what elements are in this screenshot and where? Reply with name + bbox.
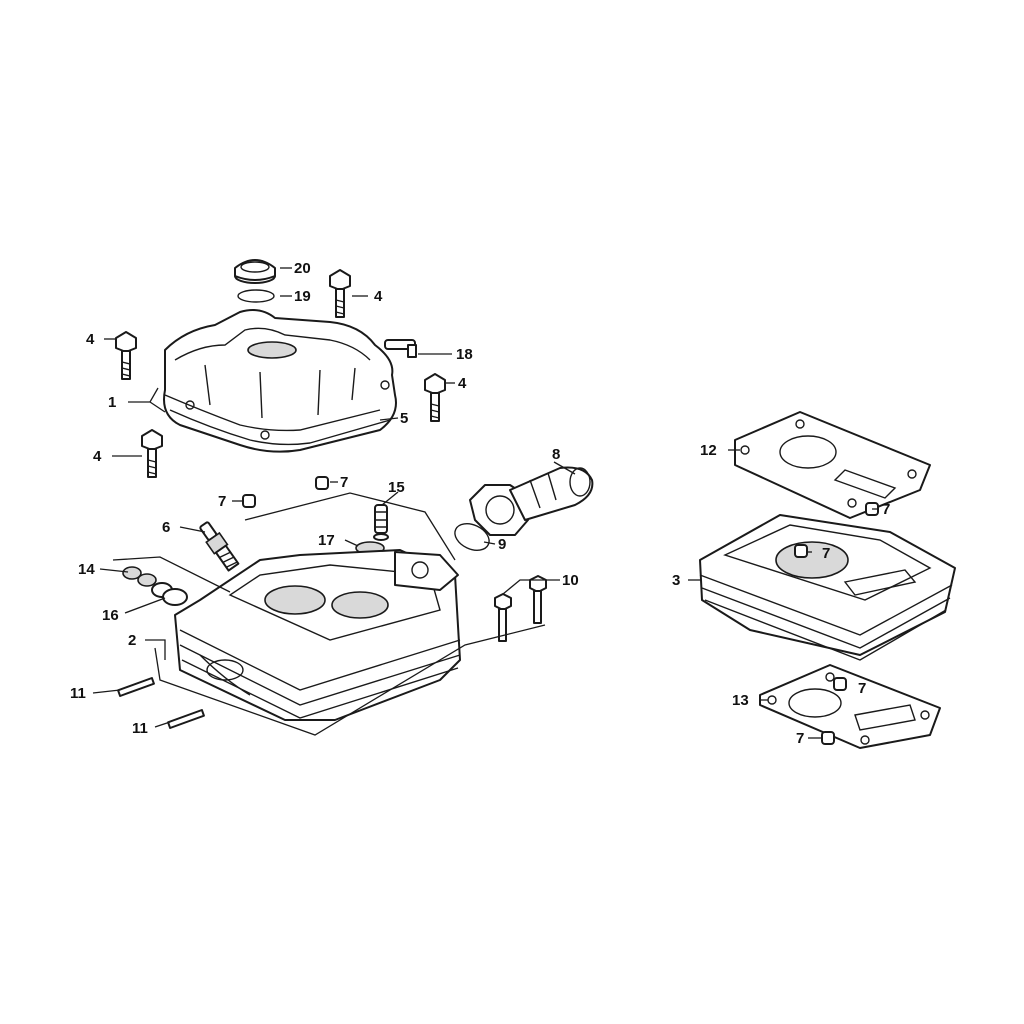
callout-4-right: 4 bbox=[458, 375, 467, 392]
callout-9: 9 bbox=[498, 536, 506, 553]
part-7-dowel-f bbox=[821, 731, 835, 745]
leader-lines bbox=[92, 267, 878, 739]
part-16-washer bbox=[162, 588, 188, 606]
callout-17: 17 bbox=[318, 532, 335, 549]
callout-7-c: 7 bbox=[882, 501, 890, 518]
callout-12: 12 bbox=[700, 442, 717, 459]
callout-labels: 20 19 4 4 1 18 4 5 4 7 7 15 8 6 17 9 10 … bbox=[70, 260, 890, 747]
callout-1: 1 bbox=[108, 394, 116, 411]
callout-7-e: 7 bbox=[858, 680, 866, 697]
part-4-bolt-lower bbox=[141, 429, 163, 478]
callout-19: 19 bbox=[294, 288, 311, 305]
callout-11-b: 11 bbox=[132, 720, 148, 737]
callout-8: 8 bbox=[552, 446, 560, 463]
part-11-pin-b bbox=[167, 709, 205, 729]
part-4-bolt-right bbox=[424, 373, 446, 422]
part-6-spark-plug bbox=[199, 521, 240, 572]
callout-16: 16 bbox=[102, 607, 119, 624]
part-19-o-ring bbox=[237, 289, 275, 303]
callout-4-top: 4 bbox=[374, 288, 383, 305]
callout-14: 14 bbox=[78, 561, 95, 578]
part-10-bolts bbox=[494, 575, 547, 642]
part-7-dowel-a bbox=[315, 476, 329, 490]
callout-7-b: 7 bbox=[218, 493, 226, 510]
callout-18: 18 bbox=[456, 346, 473, 363]
part-4-bolt-left bbox=[115, 331, 137, 380]
part-2-cylinder-head bbox=[174, 549, 461, 721]
part-20-cap bbox=[234, 259, 276, 284]
callout-5: 5 bbox=[400, 410, 408, 427]
part-7-dowel-b bbox=[242, 494, 256, 508]
callout-4-lower: 4 bbox=[93, 448, 102, 465]
callout-20: 20 bbox=[294, 260, 311, 277]
callout-7-d: 7 bbox=[822, 545, 830, 562]
part-15-valve bbox=[373, 504, 389, 541]
part-9-gasket bbox=[454, 523, 490, 551]
part-4-bolt-top bbox=[329, 269, 351, 318]
part-18-fitting bbox=[384, 339, 417, 358]
callout-15: 15 bbox=[388, 479, 405, 496]
callout-3: 3 bbox=[672, 572, 680, 589]
part-8-intake-manifold bbox=[469, 466, 594, 536]
part-12-head-gasket bbox=[734, 411, 931, 519]
part-7-dowel-d bbox=[794, 544, 808, 558]
part-13-base-gasket bbox=[759, 664, 941, 749]
callout-7-f: 7 bbox=[796, 730, 804, 747]
part-3-cylinder bbox=[699, 514, 956, 661]
callout-6: 6 bbox=[162, 519, 170, 536]
callout-4-left: 4 bbox=[86, 331, 95, 348]
callout-10: 10 bbox=[562, 572, 579, 589]
callout-11-a: 11 bbox=[70, 685, 86, 702]
callout-13: 13 bbox=[732, 692, 749, 709]
part-11-pin-a bbox=[117, 677, 155, 697]
callout-2: 2 bbox=[128, 632, 136, 649]
callout-7-a: 7 bbox=[340, 474, 348, 491]
part-7-dowel-e bbox=[833, 677, 847, 691]
part-1-head-cover bbox=[163, 309, 397, 453]
